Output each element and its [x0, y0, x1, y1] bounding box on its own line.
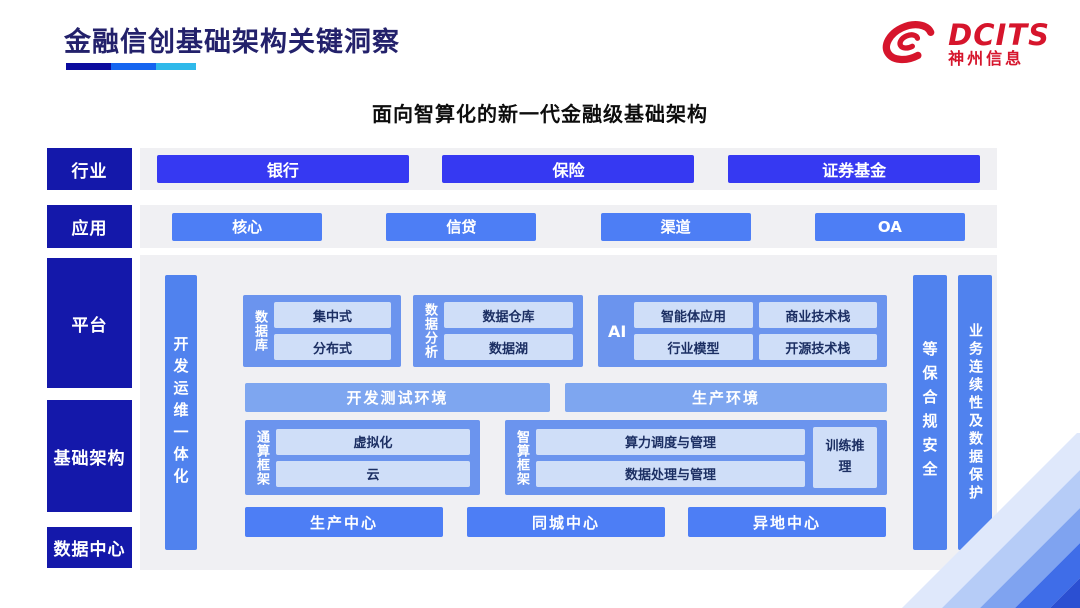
underline-segment-light — [156, 63, 196, 70]
production-env-bar: 生产环境 — [565, 383, 887, 412]
ai-commercial-stack: 商业技术栈 — [758, 302, 877, 328]
diagram-title: 面向智算化的新一代金融级基础架构 — [372, 102, 708, 126]
industry-insurance: 保险 — [442, 155, 695, 183]
platform-panel: 开发运维一体化 数据库 集中式 分布式 数据分析 数据仓库 数据湖 AI 智能体… — [140, 255, 997, 570]
ai-opensource-stack: 开源技术栈 — [758, 334, 877, 360]
page-title: 金融信创基础架构关键洞察 — [64, 27, 400, 58]
devops-bar: 开发运维一体化 — [165, 275, 197, 550]
general-compute-group: 通算框架 虚拟化 云 — [245, 420, 480, 495]
underline-segment-dark — [66, 63, 111, 70]
virtualization: 虚拟化 — [276, 428, 470, 455]
analytics-warehouse: 数据仓库 — [444, 302, 573, 328]
logo-company-name: 神州信息 — [948, 48, 1025, 68]
app-channel: 渠道 — [600, 212, 751, 241]
underline-segment-mid — [111, 63, 156, 70]
security-compliance-bar: 等保合规安全 — [913, 275, 947, 550]
company-logo: DCITS 神州信息 — [876, 14, 1050, 74]
smart-compute-group: 智算框架 算力调度与管理 数据处理与管理 训练推理 — [505, 420, 887, 495]
samecity-center: 同城中心 — [467, 507, 665, 537]
database-distributed: 分布式 — [274, 334, 391, 360]
analytics-label: 数据分析 — [422, 303, 437, 359]
analytics-lake: 数据湖 — [444, 334, 573, 360]
logo-brand: DCITS — [948, 18, 1050, 53]
ai-industry-model: 行业模型 — [634, 334, 753, 360]
ai-group: AI 智能体应用 商业技术栈 行业模型 开源技术栈 — [598, 295, 887, 367]
training-inference: 训练推理 — [813, 427, 877, 488]
app-core: 核心 — [172, 212, 323, 241]
logo-text: DCITS 神州信息 — [948, 20, 1050, 67]
business-continuity-bar: 业务连续性及数据保护 — [958, 275, 992, 550]
database-centralized: 集中式 — [274, 302, 391, 328]
database-group: 数据库 集中式 分布式 — [243, 295, 401, 367]
sidebar-item-infrastructure: 基础架构 — [47, 400, 132, 512]
remote-center: 异地中心 — [688, 507, 886, 537]
compute-scheduling: 算力调度与管理 — [536, 428, 805, 455]
smart-compute-label: 智算框架 — [514, 429, 529, 486]
ai-label: AI — [608, 321, 627, 341]
ai-agent-app: 智能体应用 — [634, 302, 753, 328]
database-label: 数据库 — [252, 310, 267, 352]
general-compute-label: 通算框架 — [254, 429, 269, 486]
sidebar-item-platform: 平台 — [47, 258, 132, 388]
app-credit: 信贷 — [386, 212, 537, 241]
production-center: 生产中心 — [245, 507, 443, 537]
industry-bank: 银行 — [156, 155, 409, 183]
data-processing: 数据处理与管理 — [536, 460, 805, 487]
analytics-group: 数据分析 数据仓库 数据湖 — [413, 295, 583, 367]
logo-swirl-icon — [876, 14, 942, 74]
application-row: 核心 信贷 渠道 OA — [140, 205, 997, 248]
title-underline — [66, 63, 196, 70]
industry-row: 银行 保险 证券基金 — [140, 148, 997, 190]
sidebar-item-industry: 行业 — [47, 148, 132, 190]
cloud: 云 — [276, 460, 470, 487]
sidebar-item-application: 应用 — [47, 205, 132, 248]
dev-test-env-bar: 开发测试环境 — [245, 383, 550, 412]
sidebar-item-datacenter: 数据中心 — [47, 527, 132, 568]
app-oa: OA — [814, 212, 965, 241]
corner-stripes-decoration — [902, 433, 1080, 608]
industry-securities: 证券基金 — [728, 155, 981, 183]
